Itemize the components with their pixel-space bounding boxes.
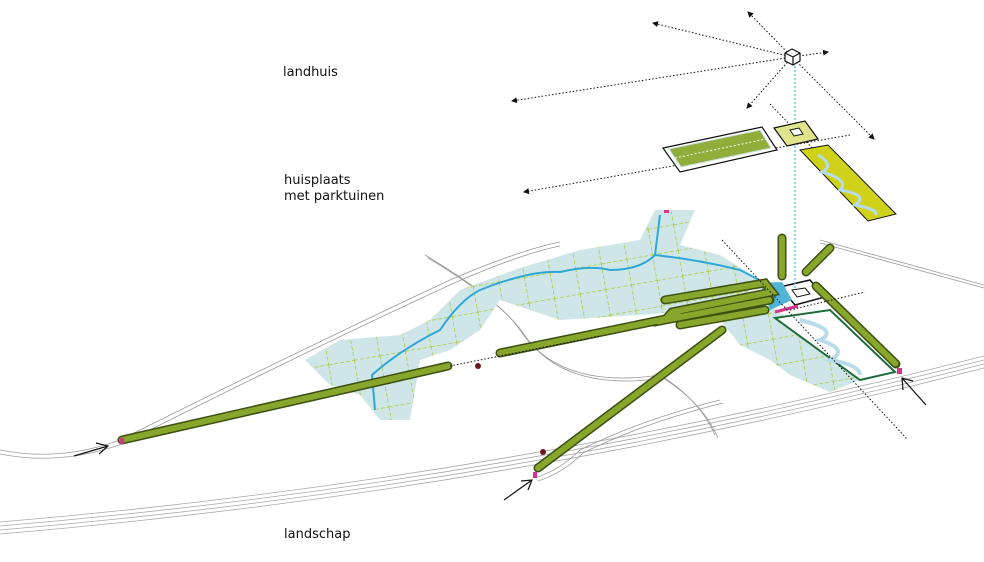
meadow-park <box>305 210 860 420</box>
parterre <box>661 126 778 173</box>
label-huisplaats: huisplaats <box>284 173 351 188</box>
tree-rows <box>117 233 901 473</box>
highway <box>0 355 984 535</box>
house-square <box>772 120 820 147</box>
label-landhuis: landhuis <box>283 65 338 80</box>
label-parktuinen: met parktuinen <box>284 189 385 204</box>
access-markers <box>120 210 902 478</box>
label-landschap: landschap <box>284 527 351 542</box>
house-cube-icon <box>784 48 801 66</box>
entrance-arrows <box>73 377 927 501</box>
water-garden-strip <box>798 144 897 222</box>
